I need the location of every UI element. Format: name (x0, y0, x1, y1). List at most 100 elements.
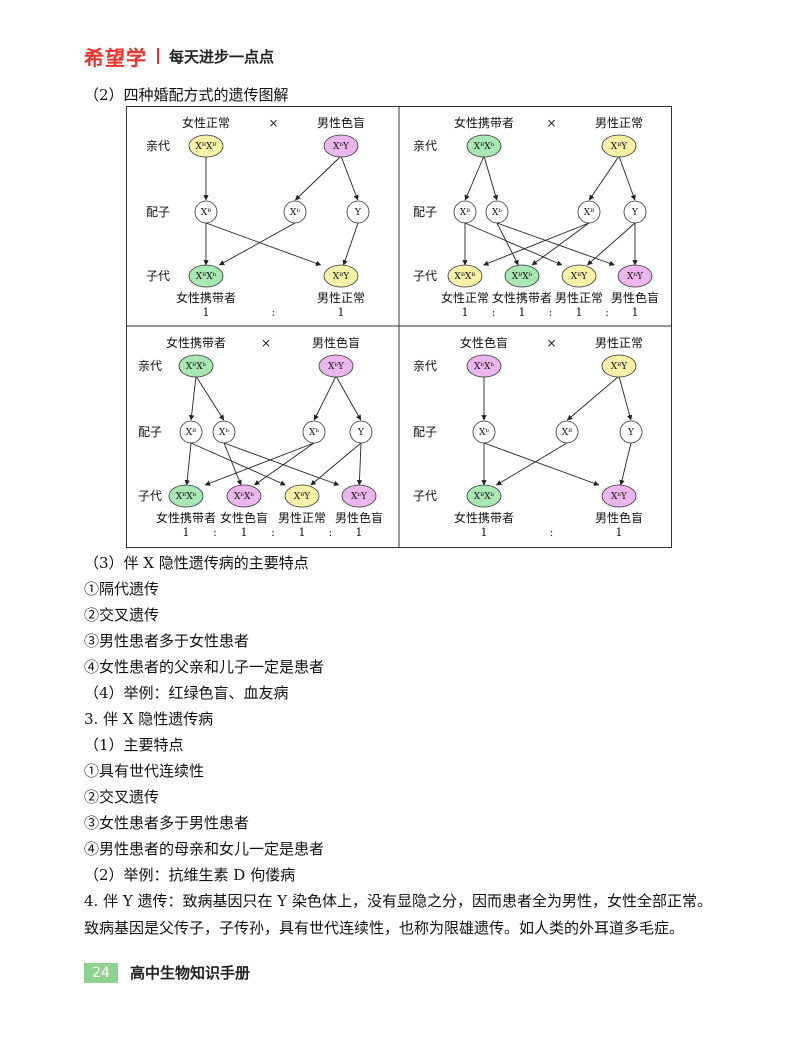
panel4-gamete-genotype: Xᵇ (479, 428, 489, 438)
panel4-parents-label: 亲代 (413, 359, 437, 373)
panel3-gamete-offspring-arrow (204, 442, 315, 486)
panel4-offspring-label: 女性携带者 (454, 510, 514, 525)
h3-sub1: （1）主要特点 (84, 736, 184, 754)
panel1-offspring-ratio: 1 (203, 306, 210, 319)
panel1-parents-label: 亲代 (146, 139, 170, 153)
panel3-offspring (341, 484, 377, 508)
panel1-ratio-separator: : (272, 306, 276, 319)
panel1-offspring-label: 男性正常 (317, 291, 365, 305)
panel2-cross-symbol: × (546, 116, 556, 130)
panel3-gamete-offspring-arrow (190, 442, 286, 486)
panel2-offspring-ratio: 1 (462, 306, 469, 319)
panel3-offspring-label: 女性携带者 (156, 510, 216, 525)
panel3-offspring-ratio: 1 (356, 526, 363, 539)
panel4-male-parent-genotype: XᴮY (611, 362, 629, 372)
panel3-offspring (284, 484, 320, 508)
panel4-cross-symbol: × (546, 336, 556, 350)
panel3-parent-gamete-arrow (188, 376, 197, 421)
panel3-male-parent-genotype: XᵇY (328, 362, 345, 372)
panel4-parent-gamete-arrow (618, 376, 633, 421)
panel1-female-label: 女性正常 (182, 115, 230, 130)
panel1-gamete-offspring-arrow (205, 222, 322, 266)
panel4-gamete-genotype: Xᴮ (562, 428, 573, 438)
panel2-offspring-ratio: 1 (632, 306, 639, 319)
panel2-offspring (504, 264, 540, 288)
panel4-offspring (601, 484, 637, 508)
h3-item: ④男性患者的母亲和女儿一定是患者 (84, 840, 325, 858)
panel1-offspring-label: 子代 (146, 269, 170, 283)
panel2-female-label: 女性携带者 (454, 115, 514, 130)
panel3-gamete-genotype: Xᴮ (186, 428, 197, 438)
brand-logo: 希望学 (84, 45, 147, 70)
panel4-offspring-ratio: 1 (616, 526, 623, 539)
panel2-parent-gamete-arrow (464, 156, 485, 201)
panel3-parent-gamete-arrow (336, 376, 362, 421)
panel3-cross-symbol: × (261, 336, 271, 350)
panel2-offspring-ratio: 1 (576, 306, 583, 319)
book-title: 高中生物知识手册 (130, 964, 251, 982)
panel2-parent-gamete-arrow (618, 156, 636, 201)
panel1-gamete-offspring-arrow (342, 222, 359, 266)
panel3-female-parent-genotype: XᴮXᵇ (186, 362, 207, 372)
panel2-gamete-offspring-arrow (586, 222, 636, 266)
panel4-ratio-separator: : (550, 526, 554, 539)
panel1-male-parent-genotype: XᵇY (333, 142, 350, 152)
panel4-male-parent (601, 354, 637, 378)
panel3-male-parent (318, 354, 354, 378)
panel2-offspring-genotype: XᵇY (627, 272, 644, 282)
panel3-offspring-label: 子代 (138, 489, 162, 503)
panel3-gametes-label: 配子 (138, 425, 162, 439)
panel2-parents-label: 亲代 (413, 139, 437, 153)
panel3-parents-label: 亲代 (138, 359, 162, 373)
panel2-gamete-offspring-arrow (464, 222, 563, 266)
panel1-gamete-genotype: Xᴮ (201, 208, 212, 218)
panel2-parent-gamete-arrow (588, 156, 619, 201)
panel2-gamete-offspring-arrow (531, 222, 590, 266)
panel4-female-parent-genotype: XᵇXᵇ (474, 362, 494, 372)
panel1-offspring-ratio: 1 (338, 306, 345, 319)
panel3-offspring-genotype: XᵇY (351, 492, 368, 502)
panel4-gamete-genotype: Y (627, 428, 635, 438)
panel1-gamete-genotype: Y (354, 208, 362, 218)
panel4-offspring-ratio: 1 (481, 526, 488, 539)
panel2-offspring-genotype: XᴮXᵇ (512, 272, 533, 282)
panel3-parent-gamete-arrow (196, 376, 225, 421)
panel4-gamete-offspring-arrow (483, 442, 600, 486)
panel3-offspring (168, 484, 204, 508)
panel1-offspring-genotype: XᴮY (333, 272, 351, 282)
page-number: 24 (84, 963, 118, 983)
panel1-gamete-offspring-arrow (218, 222, 296, 266)
h3-item: ①具有世代连续性 (84, 762, 205, 780)
panel3-offspring-genotype: XᴮXᵇ (176, 492, 197, 502)
heading-3: 3. 伴 X 隐性遗传病 (84, 710, 214, 728)
panel3-gamete-offspring-arrow (184, 442, 192, 486)
panel3-ratio-separator: : (329, 526, 333, 539)
page-header: 希望学 每天进步一点点 (84, 44, 274, 70)
s3-item: ①隔代遗传 (84, 580, 160, 598)
panel3-offspring (226, 484, 262, 508)
panel2-gametes-label: 配子 (413, 205, 437, 219)
panel2-offspring-genotype: XᴮXᴮ (454, 272, 475, 282)
panel2-male-label: 男性正常 (595, 116, 643, 130)
panel3-offspring-label: 女性色盲 (220, 510, 268, 525)
panel1-offspring-label: 女性携带者 (176, 290, 236, 305)
panel2-gamete-genotype: Xᵇ (492, 208, 502, 218)
panel2-gamete-offspring-arrow (483, 222, 590, 266)
panel3-parent-gamete-arrow (313, 376, 336, 421)
panel2-ratio-separator: : (549, 306, 553, 319)
panel1-gametes-label: 配子 (146, 205, 170, 219)
panel1-offspring (323, 264, 359, 288)
panel1-male-label: 男性色盲 (317, 115, 365, 130)
panel2-parent-gamete-arrow (483, 156, 499, 201)
panel2-gamete-genotype: Y (631, 208, 639, 218)
panel2-offspring-label: 女性携带者 (492, 290, 552, 305)
panel2-offspring (447, 264, 483, 288)
panel3-offspring-genotype: XᴮY (294, 492, 312, 502)
panel2-offspring-label: 女性正常 (441, 290, 489, 305)
panel3-gamete-offspring-arrow (223, 442, 242, 486)
s3-item: ②交叉遗传 (84, 606, 160, 624)
s3-item: ③男性患者多于女性患者 (84, 632, 250, 650)
panel2-ratio-separator: : (492, 306, 496, 319)
panel1-cross-symbol: × (268, 116, 278, 130)
